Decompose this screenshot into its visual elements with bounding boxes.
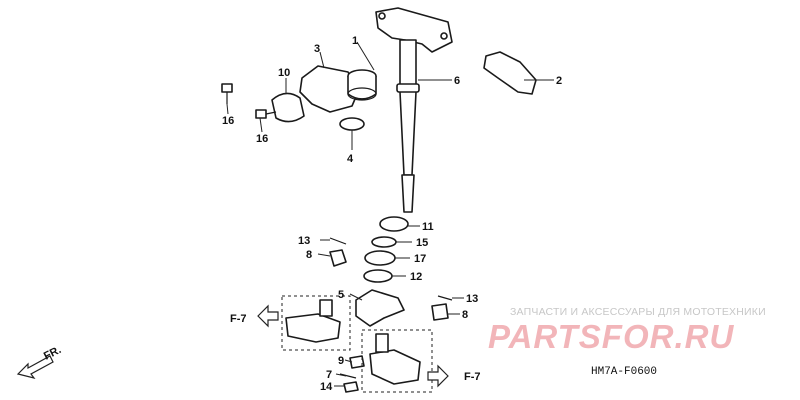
ref-label-left: F-7 bbox=[230, 313, 247, 325]
callout-10: 10 bbox=[278, 67, 290, 79]
callout-2: 2 bbox=[556, 75, 562, 87]
bolt-16-upper bbox=[221, 83, 233, 104]
callout-15: 15 bbox=[416, 237, 428, 249]
reference-left: F-7 bbox=[230, 304, 279, 328]
callout-5: 5 bbox=[338, 289, 344, 301]
front-direction-indicator: FR. bbox=[16, 344, 63, 379]
leader-lines bbox=[226, 41, 554, 387]
tie-rod-end-lower bbox=[369, 333, 421, 385]
callout-9: 9 bbox=[338, 355, 344, 367]
callout-16-upper: 16 bbox=[222, 115, 234, 127]
front-arrow-icon bbox=[16, 355, 54, 379]
reference-right: F-7 bbox=[427, 364, 481, 388]
callout-13-left: 13 bbox=[298, 235, 310, 247]
watermark-tagline: ЗАПЧАСТИ И АКСЕССУАРЫ ДЛЯ МОТОТЕХНИКИ bbox=[510, 306, 766, 318]
bearing-17 bbox=[364, 250, 396, 266]
bushing-part bbox=[347, 69, 377, 101]
callout-8-right: 8 bbox=[462, 309, 468, 321]
holder-plate bbox=[299, 65, 359, 113]
callout-numbers: 1 2 3 4 5 6 7 8 8 9 10 11 12 13 13 14 15… bbox=[222, 35, 562, 393]
pin-13-left bbox=[329, 237, 347, 245]
callout-13-right: 13 bbox=[466, 293, 478, 305]
nut-8-left bbox=[329, 249, 347, 267]
tie-rod-group-left bbox=[281, 295, 351, 351]
callout-4: 4 bbox=[347, 153, 354, 165]
nut-8-right bbox=[431, 303, 449, 321]
washer-15 bbox=[371, 236, 397, 248]
ref-label-right: F-7 bbox=[464, 371, 481, 383]
callout-14: 14 bbox=[320, 381, 333, 393]
callout-6: 6 bbox=[454, 75, 460, 87]
pin-7 bbox=[339, 373, 357, 379]
washer-14 bbox=[343, 381, 359, 393]
callout-16-lower: 16 bbox=[256, 133, 268, 145]
callout-3: 3 bbox=[314, 43, 320, 55]
tie-rod-group-right bbox=[361, 329, 433, 393]
callout-8-left: 8 bbox=[306, 249, 312, 261]
callout-7: 7 bbox=[326, 369, 332, 381]
pitman-arm bbox=[355, 289, 405, 327]
o-ring bbox=[339, 117, 365, 131]
front-direction-label: FR. bbox=[42, 344, 63, 363]
callout-17: 17 bbox=[414, 253, 426, 265]
diagram-code: HM7A-F0600 bbox=[591, 366, 658, 378]
callout-12: 12 bbox=[410, 271, 422, 283]
arrow-left-icon bbox=[257, 304, 279, 328]
seal-11 bbox=[379, 216, 409, 232]
steering-shaft bbox=[375, 7, 453, 213]
clamp-band bbox=[271, 92, 305, 123]
callout-11: 11 bbox=[422, 221, 434, 233]
arrow-right-icon bbox=[427, 364, 449, 388]
bracket-part bbox=[483, 51, 537, 95]
nut-12 bbox=[363, 269, 393, 283]
pin-13-right bbox=[437, 295, 453, 301]
watermark-logo: PARTSFOR.RU bbox=[488, 318, 735, 355]
bolt-16-lower bbox=[255, 109, 277, 119]
callout-1: 1 bbox=[352, 35, 358, 47]
nut-9 bbox=[349, 355, 365, 369]
tie-rod-end-upper bbox=[285, 299, 341, 343]
